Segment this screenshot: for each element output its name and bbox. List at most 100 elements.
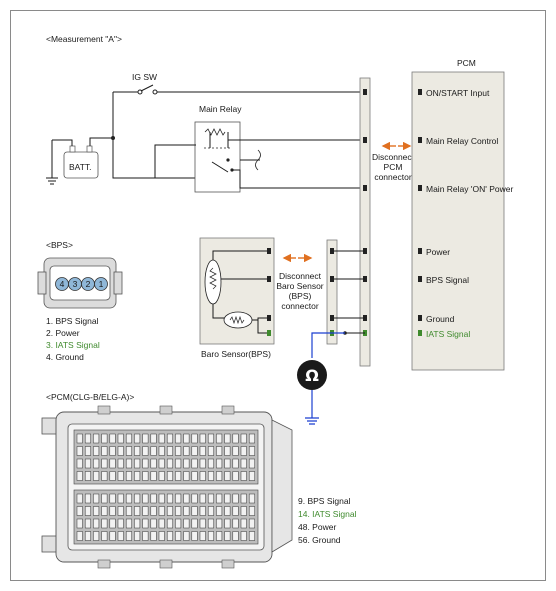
pcm-pin-on-start: ON/START Input: [426, 88, 490, 98]
pcm-pin-cell: [158, 471, 165, 481]
pcm-pin-cell: [166, 458, 173, 469]
pcm-connector-face: [41, 405, 293, 569]
pcm-pin-cell: [101, 531, 108, 541]
pcm-pin-cell: [125, 518, 132, 529]
pcm-pin-cell: [199, 433, 206, 444]
pcm-pin-cell: [166, 433, 173, 444]
pcm-pin-cell: [191, 446, 198, 456]
pcm-pin-cell: [84, 506, 91, 516]
pcm-pin-cell: [158, 458, 165, 469]
pcm-pin-cell: [109, 531, 116, 541]
bps-connector-face: 4 3 2 1: [37, 257, 123, 309]
bps-pin-1: 1: [99, 279, 104, 289]
pcm-pin-cell: [158, 506, 165, 516]
pcm-pin-cell: [93, 471, 100, 481]
pcm-pin-cell: [142, 458, 149, 469]
pcm-pin-cell: [240, 531, 247, 541]
ohm-symbol: Ω: [305, 366, 319, 385]
pcm-pin-cell: [142, 433, 149, 444]
baro-sensor-label: Baro Sensor(BPS): [201, 349, 271, 359]
pcm-pin-cell: [224, 446, 231, 456]
pcm-pin-cell: [93, 446, 100, 456]
battery: BATT.: [63, 145, 99, 179]
pcm-pin-cell: [134, 506, 141, 516]
pcm-pin-cell: [232, 446, 239, 456]
pcm-pin-cell: [232, 493, 239, 504]
pcm-pin-cell: [125, 458, 132, 469]
pcm-pin-cell: [207, 506, 214, 516]
bps-pin-3: 3: [73, 279, 78, 289]
pcm-pin-cell: [175, 506, 182, 516]
baro-sensor: Baro Sensor(BPS): [199, 237, 275, 359]
pcm-pin-cell: [84, 446, 91, 456]
pcm-pin-cell: [183, 458, 190, 469]
pcm-pin-cell: [76, 493, 83, 504]
pcm-pin-cell: [199, 471, 206, 481]
pcm-pin-list-14: 14. IATS Signal: [298, 509, 357, 519]
pcm-pin-cell: [248, 531, 255, 541]
pcm-pin-cell: [109, 493, 116, 504]
pcm-pin-cell: [175, 458, 182, 469]
pcm-pin-cell: [76, 446, 83, 456]
pcm-pin-cell: [125, 433, 132, 444]
pcm-pin-cell: [134, 518, 141, 529]
disconnect-pcm-line3: connector: [374, 172, 411, 182]
pcm-pin-cell: [101, 506, 108, 516]
pcm-pin-cell: [84, 458, 91, 469]
pcm-pin-cell: [216, 518, 223, 529]
pcm-pin-cell: [224, 518, 231, 529]
pcm-pin-cell: [93, 506, 100, 516]
pcm-pin-list-9: 9. BPS Signal: [298, 496, 351, 506]
pcm-pin-cell: [166, 506, 173, 516]
pcm-pin-cell: [207, 458, 214, 469]
pcm-pin-cell: [93, 518, 100, 529]
pcm-pin-cell: [207, 433, 214, 444]
pcm-pin-cell: [84, 531, 91, 541]
pcm-pin-cell: [183, 506, 190, 516]
pcm-pin-cell: [93, 433, 100, 444]
pcm-pin-cell: [175, 493, 182, 504]
pcm-pin-cell: [101, 471, 108, 481]
pcm-pin-cell: [175, 531, 182, 541]
pcm-pin-cell: [207, 471, 214, 481]
pcm-pin-cell: [166, 471, 173, 481]
pcm-pin-cell: [248, 471, 255, 481]
pcm-pin-cell: [216, 506, 223, 516]
disconnect-bps-line3: (BPS): [289, 291, 312, 301]
pcm-pin-ground: Ground: [426, 314, 455, 324]
pcm-pin-cell: [248, 458, 255, 469]
pcm-pin-cell: [84, 493, 91, 504]
pcm-pin-cell: [199, 531, 206, 541]
pcm-pin-cell: [117, 506, 124, 516]
pcm-pin-cell: [117, 433, 124, 444]
pcm-pin-cell: [191, 531, 198, 541]
pcm-pin-cell: [199, 506, 206, 516]
pcm-pin-cell: [216, 458, 223, 469]
pcm-pin-cell: [109, 458, 116, 469]
pcm-pin-cell: [216, 433, 223, 444]
pcm-pin-cell: [224, 458, 231, 469]
pcm-pin-cell: [191, 506, 198, 516]
pcm-pin-cell: [142, 471, 149, 481]
bps-connector: [326, 239, 338, 345]
bps-pin-2: 2: [86, 279, 91, 289]
pcm-pin-cell: [216, 471, 223, 481]
pcm-pin-cell: [216, 531, 223, 541]
ig-switch-label: IG SW: [132, 72, 157, 82]
pcm-pin-cell: [142, 518, 149, 529]
bps-pin-list-2: 2. Power: [46, 328, 80, 338]
pcm-pin-cell: [76, 518, 83, 529]
pcm-pin-cell: [191, 458, 198, 469]
pcm-pin-cell: [175, 433, 182, 444]
pcm-pin-cell: [150, 506, 157, 516]
pcm-pin-cell: [150, 433, 157, 444]
pcm-pin-cell: [84, 471, 91, 481]
pcm-pin-cell: [240, 471, 247, 481]
pcm-pin-cell: [150, 458, 157, 469]
pcm-pin-cell: [199, 458, 206, 469]
pcm-pin-cell: [84, 518, 91, 529]
pcm-pin-cell: [166, 518, 173, 529]
pcm-pin-cell: [134, 446, 141, 456]
pcm-pin-cell: [232, 433, 239, 444]
